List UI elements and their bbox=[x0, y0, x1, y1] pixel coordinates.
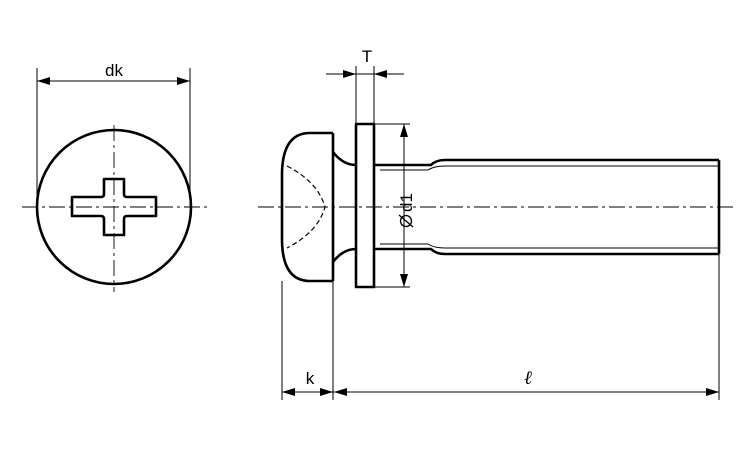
pan-head-profile bbox=[280, 131, 333, 283]
t-arrow-right bbox=[374, 70, 387, 78]
l-arrow-right bbox=[706, 388, 719, 396]
dk-arrow-right bbox=[177, 77, 190, 85]
phillips-recess-icon bbox=[70, 177, 158, 237]
thread-root-line-bottom bbox=[380, 243, 719, 249]
dk-arrow-left bbox=[37, 77, 50, 85]
screw-side-view: T d1 k ℓ bbox=[258, 47, 735, 400]
d1-label-group: d1 bbox=[397, 193, 416, 228]
k-arrow-left bbox=[282, 388, 295, 396]
shank-outline-top bbox=[374, 158, 719, 167]
head-washer-fillet-top bbox=[331, 151, 357, 167]
head-front-view: dk bbox=[22, 61, 208, 292]
l-label: ℓ bbox=[524, 368, 532, 389]
recess-hidden-cone bbox=[286, 165, 326, 249]
k-label: k bbox=[306, 369, 315, 388]
k-arrow-right bbox=[320, 388, 333, 396]
dk-label: dk bbox=[105, 61, 123, 80]
d1-arrow-top bbox=[400, 124, 408, 137]
t-arrow-left bbox=[343, 70, 356, 78]
head-washer-fillet-bottom bbox=[331, 247, 357, 263]
l-arrow-left bbox=[334, 388, 347, 396]
washer-rect bbox=[354, 122, 376, 289]
d1-arrow-bottom bbox=[400, 274, 408, 287]
thread-root-line-top bbox=[380, 165, 719, 171]
diameter-symbol-icon bbox=[398, 214, 414, 228]
d1-label: d1 bbox=[397, 193, 416, 212]
shank-outline-bottom bbox=[374, 247, 719, 256]
t-label: T bbox=[362, 47, 372, 66]
